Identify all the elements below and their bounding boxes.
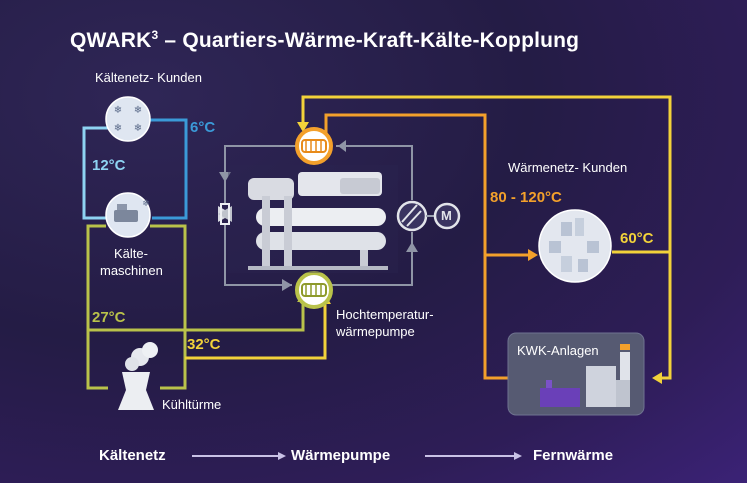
cold-supply-line	[82, 126, 127, 220]
kwk-plant-panel	[507, 332, 645, 416]
hp-circuit-arrow-2	[338, 140, 346, 152]
heat-pump-machine-icon	[228, 165, 398, 273]
cold-return-line	[150, 118, 188, 220]
temp-12c: 12°C	[92, 157, 126, 174]
hp-circuit-arrow-1	[219, 172, 231, 182]
svg-text:❄: ❄	[134, 105, 142, 116]
olive-to-heatpump	[88, 300, 305, 332]
yellow-top-line	[301, 95, 672, 254]
kwk-label: KWK-Anlagen	[517, 343, 599, 358]
cold-customers-label: Kältenetz- Kunden	[95, 70, 202, 85]
hp-circuit-top-right	[336, 145, 413, 200]
page-title: QWARK3 – Quartiers-Wärme-Kraft-Kälte-Kop…	[70, 28, 580, 52]
hp-circuit-arrow-4	[406, 242, 418, 252]
yellow-32-line	[185, 300, 327, 360]
temp-6c: 6°C	[190, 119, 216, 136]
cold-customers-icon: ❄ ❄ ❄ ❄	[105, 96, 151, 142]
heat-customers-label: Wärmenetz- Kunden	[508, 160, 628, 175]
hp-circuit-arrow-3	[282, 279, 292, 291]
olive-loop-right	[150, 224, 187, 390]
heat-customers-icon	[538, 209, 612, 283]
cooling-tower-label: Kühltürme	[162, 397, 222, 412]
temp-27c: 27°C	[92, 309, 126, 326]
orange-arrow-customers	[528, 249, 538, 261]
motor-label: M	[441, 208, 452, 223]
temp-80-120c: 80 - 120°C	[490, 189, 562, 206]
temp-32c: 32°C	[187, 336, 221, 353]
heat-pump-label-line1: Hochtemperatur-	[336, 307, 434, 322]
chiller-label-line2: maschinen	[100, 263, 163, 278]
footer-arrow-2	[425, 452, 522, 460]
orange-hot-line	[324, 113, 510, 380]
svg-text:❄: ❄	[134, 123, 142, 134]
yellow-arrow-kwk	[652, 372, 662, 384]
chiller-icon: ❄	[105, 192, 151, 238]
heat-pump-label-line2: wärmepumpe	[336, 324, 415, 339]
compressor-icon	[396, 200, 428, 232]
hp-circuit-bottom	[224, 225, 292, 286]
yellow-kwk-line	[660, 252, 672, 380]
temp-60c: 60°C	[620, 230, 654, 247]
svg-text:❄: ❄	[114, 105, 122, 116]
yellow-arrow-top	[297, 122, 309, 132]
footer-step-district-heating: Fernwärme	[533, 447, 614, 464]
footer-step-heat-pump: Wärmepumpe	[291, 447, 391, 464]
footer-step-cold-network: Kältenetz	[99, 447, 166, 464]
olive-loop-left	[86, 224, 108, 390]
cooling-tower-icon	[118, 342, 158, 410]
motor-icon	[433, 202, 461, 230]
chiller-label-line1: Kälte-	[114, 246, 148, 261]
svg-text:❄: ❄	[114, 123, 122, 134]
expansion-valve-icon	[218, 203, 232, 225]
hp-circuit-top	[224, 145, 296, 205]
condenser-icon	[295, 127, 333, 165]
svg-text:❄: ❄	[142, 198, 150, 208]
footer-arrow-1	[192, 452, 286, 460]
evaporator-icon	[295, 271, 333, 309]
